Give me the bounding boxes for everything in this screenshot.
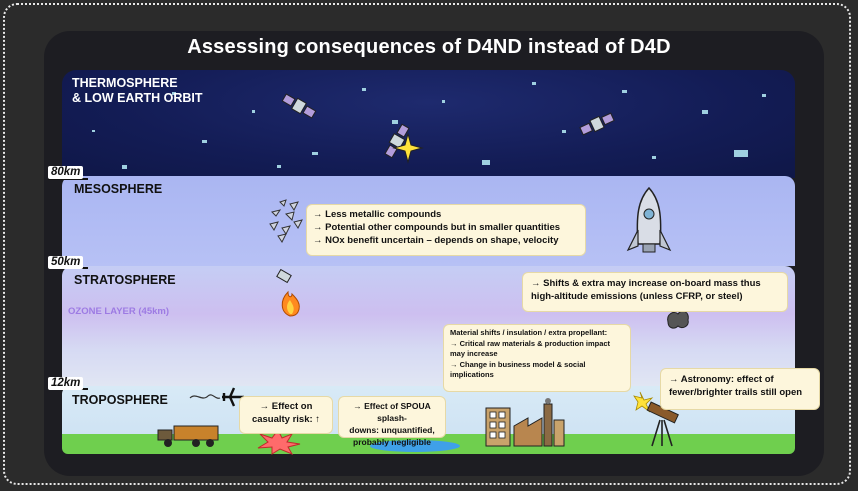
rocket-icon (626, 186, 672, 253)
stratosphere-label: STRATOSPHERE (74, 273, 176, 287)
altitude-80km: 80km (48, 166, 84, 179)
material-note-line: → Change in business model & social (450, 359, 586, 369)
mesosphere-note-line: → Less metallic compounds (313, 209, 442, 220)
explosion-icon (257, 429, 301, 456)
spoua-note-line: probably negligible (353, 437, 431, 447)
airplane-icon (189, 387, 244, 407)
stratosphere-note-line: high-altitude emissions (unless CFRP, or… (531, 291, 743, 302)
material-note-line: → Critical raw materials & production im… (450, 338, 611, 348)
ozone-layer-label: OZONE LAYER (45km) (68, 306, 170, 317)
telescope-icon (633, 391, 679, 447)
mesosphere-note: → Less metallic compounds → Potential ot… (306, 204, 586, 256)
mesosphere-label: MESOSPHERE (74, 182, 163, 196)
satellite-icon (281, 93, 317, 119)
casualty-risk-note: → Effect on casualty risk: ↑ (239, 396, 333, 434)
ocean-pond (370, 440, 460, 452)
debris-icon (269, 199, 303, 243)
casualty-note-line: → Effect on (259, 401, 313, 412)
thermosphere-layer (62, 70, 795, 178)
factory-icon (485, 398, 565, 447)
thermosphere-label: THERMOSPHERE & LOW EARTH ORBIT (72, 76, 232, 106)
outer-dotted-frame (3, 3, 851, 485)
burning-debris-icon (276, 268, 300, 317)
satellite-icon (579, 112, 615, 136)
material-shifts-note: Material shifts / insulation / extra pro… (443, 324, 631, 392)
mesosphere-note-line: → Potential other compounds but in small… (313, 222, 561, 233)
troposphere-label: TROPOSPHERE (72, 393, 168, 407)
material-note-line: implications (450, 370, 494, 379)
casualty-note-line: casualty risk: ↑ (251, 414, 321, 425)
smoke-icon (667, 310, 689, 329)
page-title: Assessing consequences of D4ND instead o… (187, 36, 671, 58)
stratosphere-note-line: → Shifts & extra may increase on-board m… (531, 278, 761, 289)
truck-icon (157, 425, 219, 447)
mesosphere-note-line: → NOx benefit uncertain – depends on sha… (313, 235, 559, 246)
thermosphere-label-line1: THERMOSPHERE (72, 76, 178, 90)
material-note-line: Material shifts / insulation / extra pro… (450, 328, 608, 337)
spoua-note-line: → Effect of SPOUA splash- (353, 401, 431, 423)
stratosphere-note: → Shifts & extra may increase on-board m… (522, 272, 788, 312)
spoua-note-line: downs: unquantified, (349, 425, 435, 435)
material-note-line: may increase (450, 349, 498, 358)
thermosphere-label-line2: & LOW EARTH ORBIT (72, 91, 203, 105)
altitude-12km: 12km (48, 377, 84, 390)
astronomy-note-line: fewer/brighter trails still open (669, 387, 803, 398)
astronomy-note-line: → Astronomy: effect of (669, 374, 774, 385)
spoua-splashdown-note: → Effect of SPOUA splash- downs: unquant… (338, 396, 446, 447)
star-flash-icon (392, 132, 424, 164)
astronomy-note: → Astronomy: effect of fewer/brighter tr… (660, 368, 820, 410)
altitude-50km: 50km (48, 256, 84, 269)
space-debris-field (92, 82, 766, 169)
